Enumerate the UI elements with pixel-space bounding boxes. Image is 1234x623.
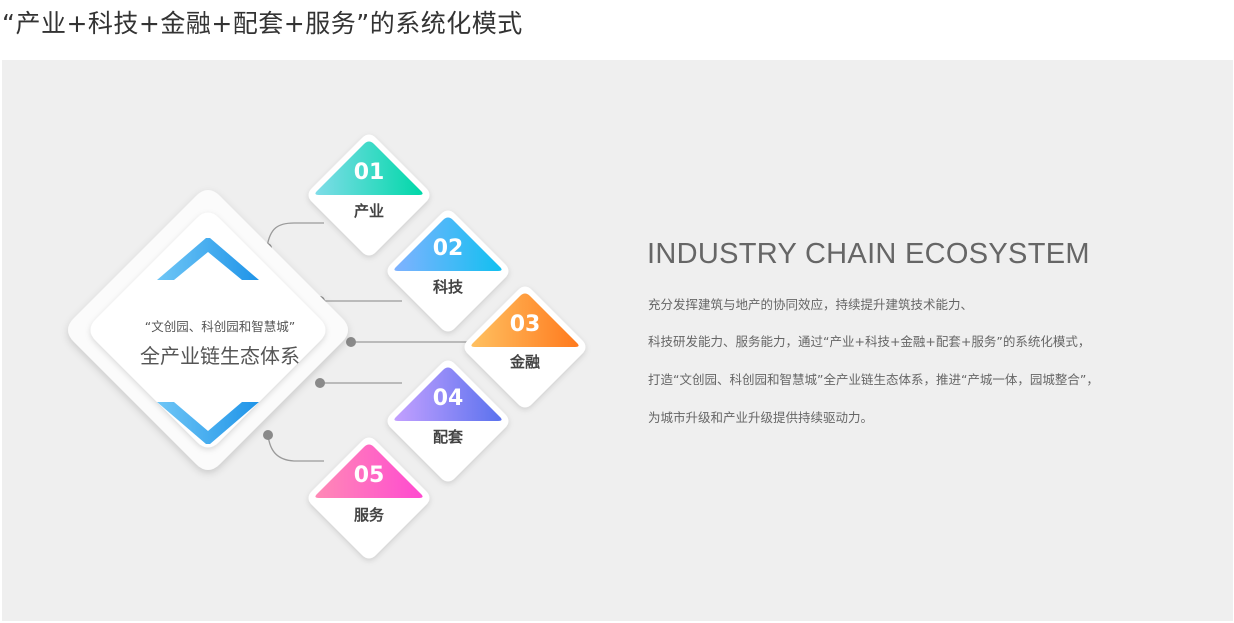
connector-dot-04 xyxy=(315,378,325,388)
connector-dot-05 xyxy=(263,430,273,440)
card-02-number: 02 xyxy=(432,236,464,261)
description-line-1: 充分发挥建筑与地产的协同效应，持续提升建筑技术能力、 xyxy=(648,297,974,312)
content-panel: “文创园、科创园和智慧城” 全产业链生态体系 01 产业 02 科技 03 金融… xyxy=(2,60,1233,621)
card-04 xyxy=(387,360,509,482)
center-diamond xyxy=(68,190,348,470)
description-line-4: 为城市升级和产业升级提供持续驱动力。 xyxy=(648,410,874,425)
card-01 xyxy=(308,134,430,256)
card-05-label: 服务 xyxy=(353,506,384,524)
ecosystem-diagram xyxy=(68,134,586,559)
description-line-2: 科技研发能力、服务能力，通过“产业+科技+金融+配套+服务”的系统化模式， xyxy=(648,334,1091,349)
card-03-label: 金融 xyxy=(509,353,540,371)
card-05-triangle xyxy=(315,444,423,498)
card-02 xyxy=(387,210,509,332)
card-05 xyxy=(308,437,430,559)
chevron-down-icon xyxy=(157,402,259,444)
chevron-up-icon xyxy=(157,238,259,280)
card-05-number: 05 xyxy=(353,463,385,488)
card-01-number: 01 xyxy=(353,160,385,185)
card-03-number: 03 xyxy=(509,312,541,337)
connector-05 xyxy=(267,434,324,462)
card-02-label: 科技 xyxy=(432,278,463,296)
card-02-triangle xyxy=(394,217,502,271)
connector-01 xyxy=(266,222,324,248)
card-01-label: 产业 xyxy=(353,202,384,220)
card-03 xyxy=(464,286,586,408)
center-subtitle: “文创园、科创园和智慧城” xyxy=(144,319,296,334)
connector-dot-03 xyxy=(346,337,356,347)
section-heading: INDUSTRY CHAIN ECOSYSTEM xyxy=(647,238,1090,270)
connector-lines xyxy=(266,222,472,462)
center-title: 全产业链生态体系 xyxy=(140,344,300,368)
card-04-number: 04 xyxy=(432,386,464,411)
card-01-triangle xyxy=(315,141,423,195)
card-03-triangle xyxy=(471,293,579,347)
page-title: “产业+科技+金融+配套+服务”的系统化模式 xyxy=(2,9,523,38)
card-04-triangle xyxy=(394,367,502,421)
card-04-label: 配套 xyxy=(432,428,463,446)
description-line-3: 打造“文创园、科创园和智慧城”全产业链生态体系，推进“产城一体，园城整合”， xyxy=(648,372,1099,387)
